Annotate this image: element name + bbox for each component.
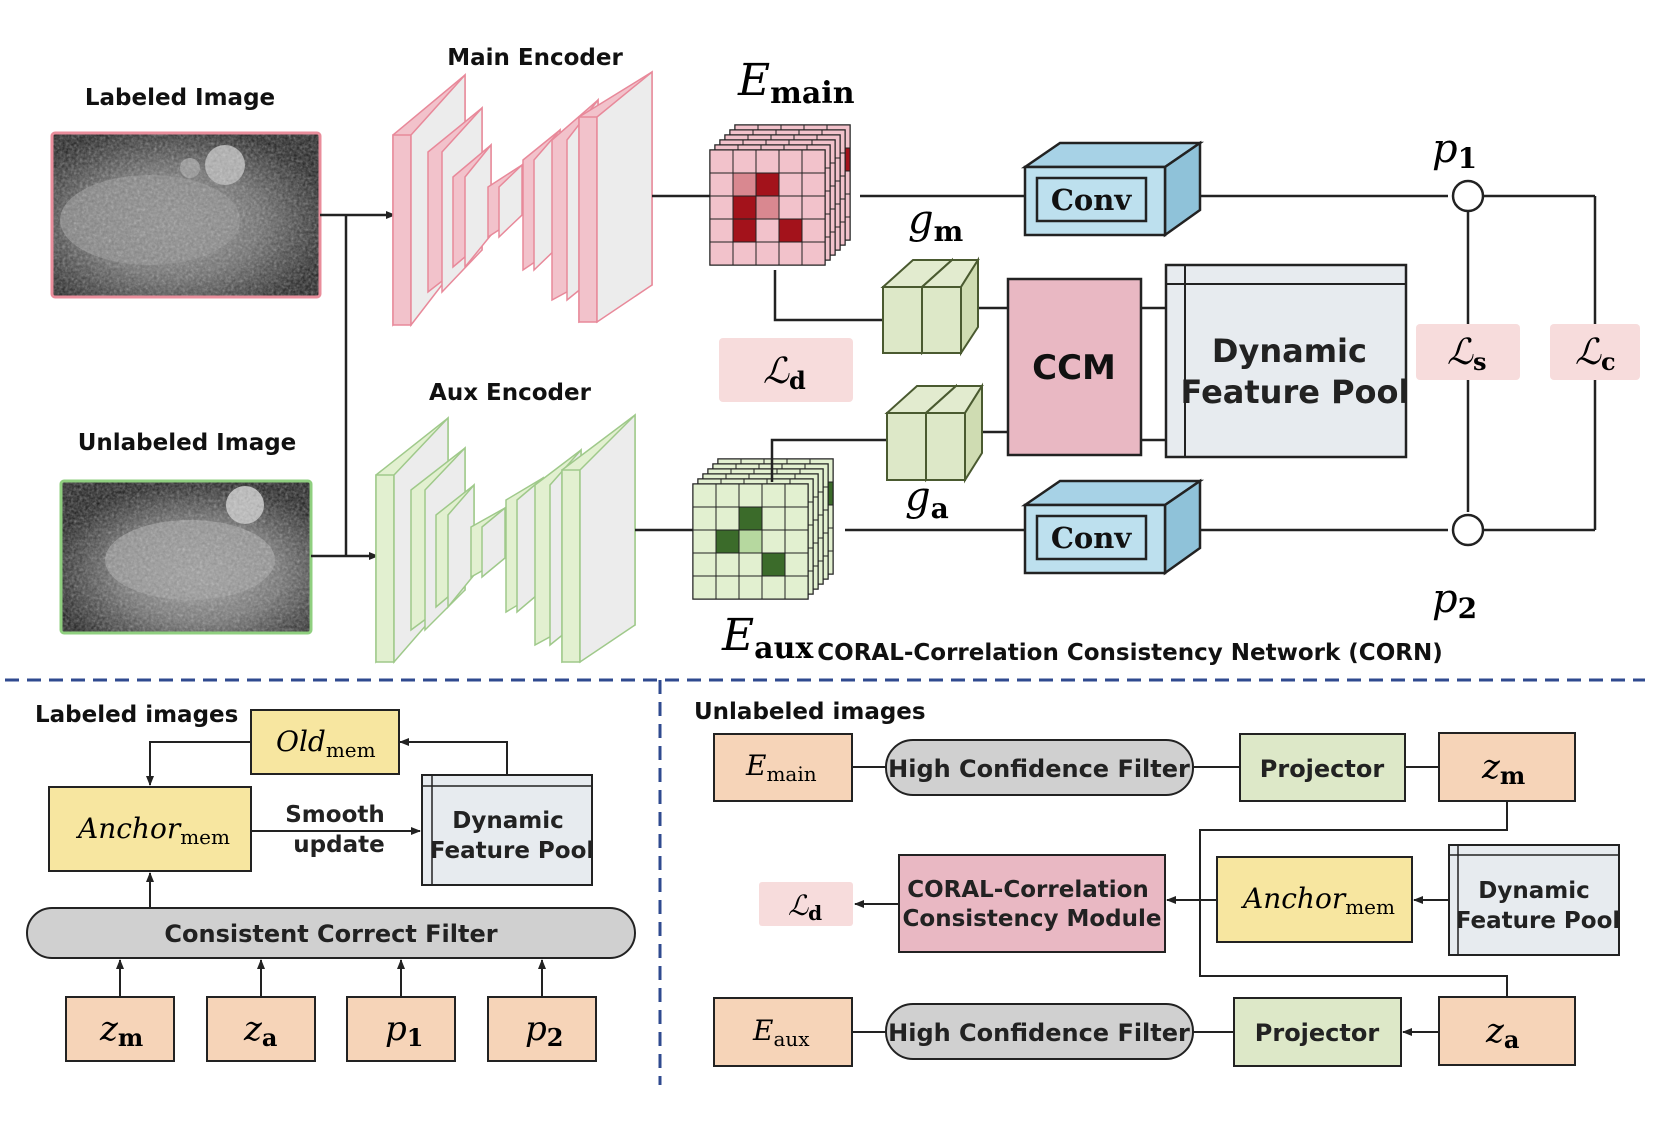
old-mem-box <box>250 709 400 775</box>
conv-block-aux <box>1020 478 1205 576</box>
coral-correlation-module-label: CORAL-Correlation Consistency Module <box>903 877 1162 932</box>
unlabeled-mri-image <box>59 479 313 635</box>
e-aux-box <box>713 997 853 1067</box>
ccm-label: CCM <box>1032 348 1116 388</box>
loss-c-label: ℒc <box>1575 332 1616 376</box>
labeled-images-title: Labeled images <box>35 702 238 728</box>
projector-bottom-label: Projector <box>1255 1019 1380 1047</box>
high-confidence-filter-bottom-label: High Confidence Filter <box>888 1019 1190 1047</box>
p1-node <box>1451 179 1485 213</box>
network-title: CORAL-Correlation Consistency Network (C… <box>817 640 1442 666</box>
smooth-update-label: Smooth update <box>285 802 393 858</box>
projector-bottom <box>1233 997 1402 1067</box>
consistent-correct-filter-label: Consistent Correct Filter <box>164 920 497 948</box>
loss-c-box <box>1550 324 1640 380</box>
conv-block-main <box>1020 140 1205 238</box>
labeled-image-title: Labeled Image <box>85 85 275 111</box>
bottom-left-input-arrows <box>116 959 546 997</box>
input-z-m-label: zm <box>99 1009 143 1052</box>
labeled-mri-image <box>50 131 322 299</box>
unlabeled-image-title: Unlabeled Image <box>78 430 297 456</box>
g-m-projection-blocks <box>880 256 980 357</box>
bottom-left-arrows <box>146 738 508 908</box>
pool-top-label: Dynamic Feature Pool <box>1181 332 1410 411</box>
p2-node <box>1451 513 1485 547</box>
e-main-feature-cube <box>709 124 851 266</box>
input-z-a-box <box>206 996 316 1062</box>
unlabeled-images-title: Unlabeled images <box>694 699 926 725</box>
e-aux-label: Eaux <box>721 610 814 666</box>
old-mem-label: Oldmem <box>276 725 376 762</box>
high-confidence-filter-top-label: High Confidence Filter <box>888 755 1190 783</box>
pool-right-label: Dynamic Feature Pool <box>1456 878 1621 934</box>
main-encoder <box>392 70 653 328</box>
aux-encoder-title: Aux Encoder <box>429 380 592 406</box>
input-z-a-label: za <box>243 1009 277 1052</box>
loss-d-small-label: ℒd <box>788 889 822 925</box>
loss-d-box <box>719 338 853 402</box>
e-main-label: Emain <box>737 55 855 111</box>
g-a-projection-blocks <box>884 382 984 484</box>
bottom-right-connectors <box>852 766 1508 1036</box>
z-m-box-label: zm <box>1481 747 1525 790</box>
input-p1-box <box>346 996 456 1062</box>
e-main-box <box>713 733 853 802</box>
consistent-correct-filter <box>26 907 636 959</box>
input-p2-label: p2 <box>525 1009 563 1052</box>
p2-label: p2 <box>1432 576 1477 625</box>
pool-right-box <box>1448 844 1620 956</box>
e-aux-feature-cube <box>692 458 834 600</box>
loss-d-small-box <box>759 882 853 926</box>
anchor-mem-right-label: Anchormem <box>1240 882 1395 919</box>
loss-s-box <box>1416 324 1520 380</box>
input-connectors <box>311 211 396 560</box>
dynamic-feature-pool-top <box>1164 263 1408 459</box>
anchor-mem-box <box>48 786 252 872</box>
input-p1-label: p1 <box>385 1009 423 1052</box>
ccm-block <box>1006 277 1143 457</box>
conv-aux-label: Conv <box>1051 521 1133 555</box>
loss-s-label: ℒs <box>1447 332 1486 376</box>
projector-top-label: Projector <box>1260 755 1385 783</box>
pool-left-box <box>421 774 593 886</box>
input-p2-box <box>487 996 597 1062</box>
g-m-label: gm <box>908 197 963 248</box>
main-encoder-title: Main Encoder <box>447 45 623 71</box>
loss-d-label: ℒd <box>763 351 806 395</box>
g-a-label: ga <box>905 474 949 525</box>
e-main-box-label: Emain <box>745 749 817 786</box>
e-aux-box-label: Eaux <box>752 1014 810 1051</box>
conv-main-label: Conv <box>1051 183 1133 217</box>
bottom-left-inputs <box>65 996 597 1062</box>
z-a-box-label: za <box>1485 1011 1519 1054</box>
coral-correlation-module-box <box>898 854 1166 953</box>
input-z-m-box <box>65 996 175 1062</box>
encoder-output-lines <box>635 194 710 532</box>
p1-label: p1 <box>1432 126 1477 175</box>
aux-encoder <box>375 413 636 665</box>
anchor-mem-label: Anchormem <box>75 812 230 849</box>
z-a-box <box>1438 996 1576 1066</box>
pool-left-label: Dynamic Feature Pool <box>430 808 595 864</box>
